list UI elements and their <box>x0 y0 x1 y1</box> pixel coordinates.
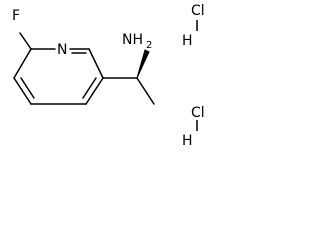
wedge-bond-to-amine <box>136 49 150 79</box>
fluorine-label: F <box>12 8 20 24</box>
bond-c5-c6 <box>13 77 32 105</box>
bond-c3-c4 <box>85 77 104 105</box>
hcl-1-hydrogen-label: H <box>182 33 193 49</box>
hcl-2-hydrogen-label: H <box>182 133 193 149</box>
bond-f-c6 <box>19 32 32 50</box>
amine-nh-label: NH <box>122 32 143 48</box>
bond-c5-c6-inner <box>20 77 35 99</box>
chemical-structure: F N NH 2 Cl H Cl H <box>12 3 205 149</box>
hcl-salt-1: Cl H <box>182 3 205 49</box>
bond-c2-c3 <box>88 48 104 79</box>
hcl-1-chlorine-label: Cl <box>191 3 205 19</box>
ring-nitrogen-label: N <box>57 42 67 58</box>
pyridine-ring <box>13 32 104 105</box>
amine-h-count: 2 <box>146 40 152 51</box>
ethylamine-side-chain <box>102 49 155 105</box>
hcl-salt-2: Cl H <box>182 105 205 149</box>
bond-c3-c4-inner <box>82 77 97 99</box>
hcl-2-chlorine-label: Cl <box>191 105 205 121</box>
bond-c6-c1 <box>13 48 32 79</box>
bond-stereocenter-to-methyl <box>136 77 155 105</box>
amine-label: NH 2 <box>122 32 152 51</box>
